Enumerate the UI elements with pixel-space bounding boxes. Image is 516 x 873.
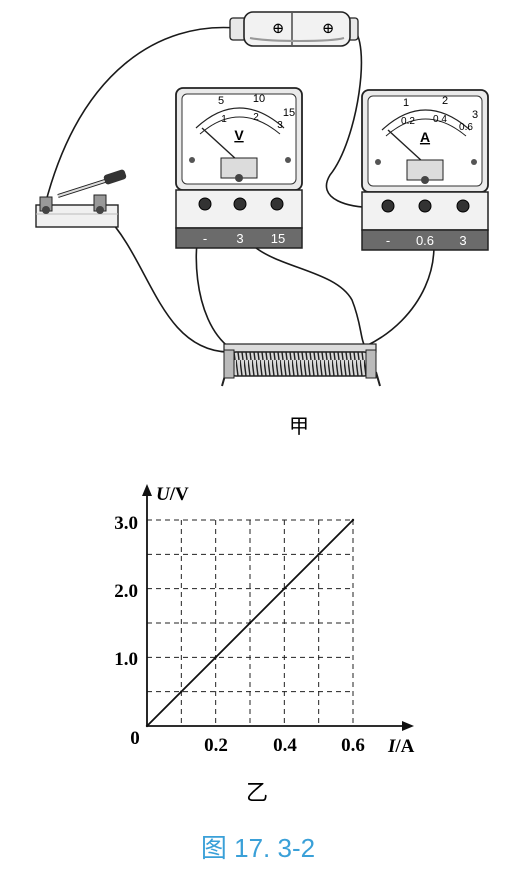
wire-switch-to-rheostat xyxy=(104,214,229,353)
figure-caption: 图 17. 3-2 xyxy=(201,833,315,863)
battery-plus-symbol-2: ⊕ xyxy=(322,21,335,37)
voltmeter-terminal-label-3: 3 xyxy=(236,231,243,246)
ammeter-terminal-label-0.6: 0.6 xyxy=(416,233,434,248)
battery-plus-symbol-1: ⊕ xyxy=(272,21,285,37)
rheostat[interactable] xyxy=(221,343,381,387)
ammeter-terminal-0.6[interactable] xyxy=(418,199,432,213)
ammeter-bottom-scale-0.4: 0.4 xyxy=(433,114,447,125)
voltmeter-symbol: V xyxy=(234,127,244,143)
data-point xyxy=(248,621,252,625)
data-point xyxy=(214,656,217,659)
x-axis-arrow xyxy=(402,721,414,731)
voltmeter-top-scale-5: 5 xyxy=(218,95,224,107)
y-axis-unit: /V xyxy=(169,484,189,505)
data-point xyxy=(180,690,183,693)
y-tick-label-3.0: 3.0 xyxy=(114,513,138,534)
x-tick-label-0.6: 0.6 xyxy=(341,735,365,756)
battery[interactable]: ⊕ ⊕ xyxy=(229,11,359,47)
voltmeter-terminal-15[interactable] xyxy=(270,197,284,211)
y-axis-title: U/V xyxy=(156,484,189,505)
voltmeter: 5 10 15 1 2 3 V - 3 15 xyxy=(175,87,303,249)
ammeter-terminal-3[interactable] xyxy=(456,199,470,213)
x-axis-title: I/A xyxy=(387,736,415,757)
data-point xyxy=(145,724,149,728)
voltmeter-terminal-3[interactable] xyxy=(233,197,247,211)
voltmeter-terminal-label-15: 15 xyxy=(271,231,285,246)
ammeter-bottom-scale-0.6: 0.6 xyxy=(459,122,473,133)
x-tick-label-0.4: 0.4 xyxy=(273,735,297,756)
x-axis-variable: I xyxy=(387,736,396,757)
data-point xyxy=(317,553,320,556)
ammeter-needle xyxy=(387,129,424,163)
voltmeter-top-scale-15: 15 xyxy=(283,107,295,119)
wire-battery-to-ammeter xyxy=(325,27,389,209)
ammeter-top-scale-2: 2 xyxy=(442,95,448,107)
y-tick-label-2.0: 2.0 xyxy=(114,581,138,602)
y-axis-variable: U xyxy=(156,484,171,505)
circuit-label: 甲 xyxy=(289,416,309,438)
voltmeter-bottom-scale-3: 3 xyxy=(277,120,283,131)
ammeter-top-scale-3: 3 xyxy=(472,109,478,121)
x-axis-unit: /A xyxy=(394,736,414,757)
ammeter-top-scale-1: 1 xyxy=(403,97,409,109)
ammeter-symbol: A xyxy=(420,129,430,145)
y-tick-label-1.0: 1.0 xyxy=(114,649,138,670)
graph-label: 乙 xyxy=(246,780,268,805)
x-tick-label-0.2: 0.2 xyxy=(204,735,228,756)
ammeter-terminal-negative[interactable] xyxy=(381,199,395,213)
voltmeter-terminal-label-negative: - xyxy=(203,231,207,246)
data-point xyxy=(283,587,286,590)
ammeter-terminal-label-negative: - xyxy=(386,233,390,248)
rheostat-coil xyxy=(231,351,369,377)
voltmeter-terminal-negative[interactable] xyxy=(198,197,212,211)
voltmeter-top-scale-10: 10 xyxy=(253,93,265,105)
ui-data-points xyxy=(145,518,355,728)
circuit-diagram: ⊕ ⊕ 5 10 15 1 2 3 V xyxy=(35,11,489,438)
ui-graph: 0 0.2 0.4 0.6 1.0 2.0 3.0 U/V I/A 乙 xyxy=(114,484,415,805)
wire-battery-to-switch xyxy=(44,26,237,206)
voltmeter-bottom-scale-1: 1 xyxy=(221,114,227,125)
data-point xyxy=(351,518,355,522)
ammeter-bottom-scale-0.2: 0.2 xyxy=(401,116,415,127)
voltmeter-bottom-scale-2: 2 xyxy=(253,112,259,123)
y-axis-arrow xyxy=(142,484,152,496)
ammeter-terminal-label-3: 3 xyxy=(459,233,466,248)
origin-label: 0 xyxy=(130,728,140,749)
knife-switch[interactable] xyxy=(35,169,127,228)
voltmeter-needle xyxy=(201,127,238,161)
ammeter: 1 2 3 0.2 0.4 0.6 A - 0.6 3 xyxy=(361,89,489,251)
